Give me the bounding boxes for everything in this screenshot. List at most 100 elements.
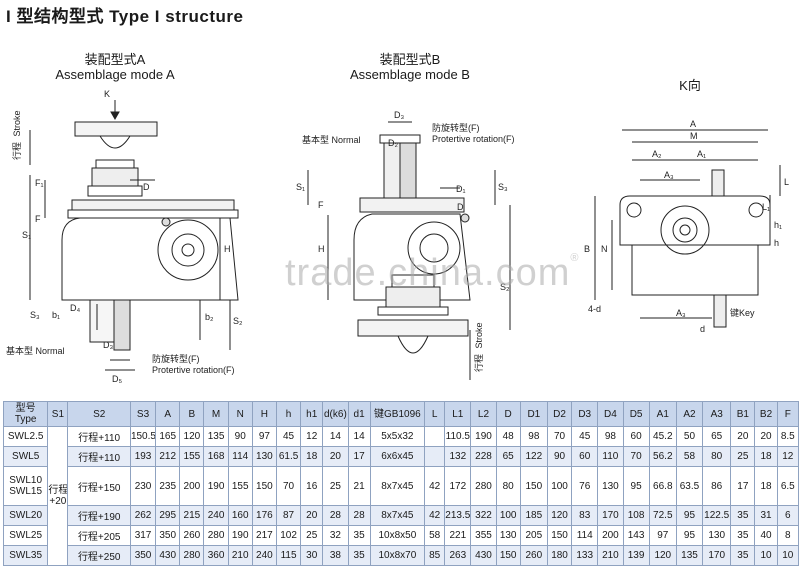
table-cell: 95 bbox=[675, 505, 704, 526]
table-cell: 18 bbox=[300, 446, 324, 467]
table-cell: SWL25 bbox=[2, 525, 49, 546]
table-cell: 45 bbox=[275, 426, 302, 447]
table-cell: 170 bbox=[597, 505, 624, 526]
table-cell: 133 bbox=[571, 545, 599, 566]
table-cell: 56.2 bbox=[648, 446, 677, 467]
table-cell: 150 bbox=[495, 545, 521, 566]
stroke-label-a: 行程 Stroke bbox=[11, 110, 22, 160]
table-cell: 114 bbox=[227, 446, 253, 467]
table-header-cell: D5 bbox=[622, 401, 650, 427]
table-header-cell: A2 bbox=[675, 401, 704, 427]
table-cell: 72.5 bbox=[648, 505, 677, 526]
table-cell: 190 bbox=[203, 466, 229, 506]
table-cell: 21 bbox=[347, 466, 371, 506]
table-cell: 6x6x45 bbox=[369, 446, 426, 467]
table-cell: 130 bbox=[702, 525, 732, 546]
table-cell: 35 bbox=[347, 545, 371, 566]
table-cell: 42 bbox=[424, 505, 446, 526]
table-cell: 25 bbox=[322, 466, 349, 506]
table-cell: 210 bbox=[227, 545, 253, 566]
table-cell: 28 bbox=[347, 505, 371, 526]
table-cell: 120 bbox=[179, 426, 205, 447]
table-cell: SWL20 bbox=[2, 505, 49, 526]
table-cell: 50 bbox=[675, 426, 704, 447]
table-cell: 180 bbox=[546, 545, 573, 566]
table-cell: 32 bbox=[322, 525, 349, 546]
table-header-cell: B bbox=[179, 401, 205, 427]
table-cell: 30 bbox=[300, 545, 324, 566]
table-header-cell: L bbox=[424, 401, 446, 427]
table-cell: 160 bbox=[227, 505, 253, 526]
table-cell: 28 bbox=[322, 505, 349, 526]
table-cell: 176 bbox=[251, 505, 277, 526]
table-cell: 215 bbox=[179, 505, 205, 526]
table-cell: 85 bbox=[424, 545, 446, 566]
caption-mode-b-cn: 装配型式B bbox=[379, 52, 441, 67]
table-cell: 25 bbox=[300, 525, 324, 546]
table-cell: 65 bbox=[702, 426, 732, 447]
table-cell: 14 bbox=[322, 426, 349, 447]
table-cell: 165 bbox=[155, 426, 181, 447]
table-cell: 10x8x50 bbox=[369, 525, 426, 546]
dim-h-b: H bbox=[318, 244, 325, 254]
table-cell: 102 bbox=[275, 525, 302, 546]
table-cell: 18 bbox=[754, 466, 778, 506]
table-cell: SWL35 bbox=[2, 545, 49, 566]
table-header-cell: N bbox=[227, 401, 253, 427]
table-cell: 260 bbox=[519, 545, 548, 566]
table-header-cell: D bbox=[495, 401, 521, 427]
table-cell: 90 bbox=[227, 426, 253, 447]
caption-k-view-cn: K向 bbox=[679, 78, 701, 93]
table-cell: 8x7x45 bbox=[369, 466, 426, 506]
table-cell: 221 bbox=[444, 525, 472, 546]
table-cell: 185 bbox=[519, 505, 548, 526]
table-header-cell: S2 bbox=[67, 401, 131, 427]
table-cell: 87 bbox=[275, 505, 302, 526]
table-cell: 20 bbox=[322, 446, 349, 467]
table-cell: 100 bbox=[546, 466, 573, 506]
table-header-cell: S3 bbox=[129, 401, 157, 427]
dim-d1-b: D₁ bbox=[456, 184, 466, 194]
table-cell: 行程+150 bbox=[67, 466, 131, 506]
dim-h1-k: h₁ bbox=[774, 220, 782, 230]
table-cell bbox=[424, 426, 446, 447]
dim-a2-k: A₂ bbox=[652, 149, 662, 159]
table-cell: 120 bbox=[648, 545, 677, 566]
table-cell: 295 bbox=[155, 505, 181, 526]
dim-a-k: A bbox=[690, 119, 696, 129]
table-cell: 230 bbox=[129, 466, 157, 506]
dim-h-k: h bbox=[774, 238, 779, 248]
table-cell: 110 bbox=[597, 446, 624, 467]
table-cell bbox=[424, 446, 446, 467]
table-cell: 8x7x45 bbox=[369, 505, 426, 526]
table-cell: 200 bbox=[179, 466, 205, 506]
table-cell: 260 bbox=[179, 525, 205, 546]
table-cell: 350 bbox=[155, 525, 181, 546]
dim-d-k: d bbox=[700, 324, 705, 334]
stroke-en-a: Stroke bbox=[12, 110, 22, 136]
table-cell: 14 bbox=[347, 426, 371, 447]
dim-b-k: B bbox=[584, 244, 590, 254]
antirot-cn-a: 防旋转型(F) bbox=[152, 353, 200, 364]
table-cell: 40 bbox=[754, 525, 778, 546]
table-cell: 100 bbox=[495, 505, 521, 526]
table-cell: 38 bbox=[322, 545, 349, 566]
table-cell: 63.5 bbox=[675, 466, 704, 506]
table-header-cell: h bbox=[275, 401, 302, 427]
drawing-mode-b bbox=[307, 121, 511, 380]
stroke-cn-a: 行程 bbox=[11, 142, 22, 160]
table-cell: 86 bbox=[702, 466, 732, 506]
table-cell: 120 bbox=[546, 505, 573, 526]
table-cell: 20 bbox=[754, 426, 778, 447]
table-cell: 240 bbox=[251, 545, 277, 566]
table-cell: 350 bbox=[129, 545, 157, 566]
table-cell: 263 bbox=[444, 545, 472, 566]
watermark: trade.china.com® bbox=[285, 252, 579, 295]
table-cell: 90 bbox=[546, 446, 573, 467]
drawing-k-view bbox=[594, 129, 781, 328]
caption-mode-b-en: Assemblage mode B bbox=[350, 67, 470, 82]
dim-d2-b: D₂ bbox=[388, 138, 398, 148]
table-cell: 行程+205 bbox=[67, 525, 131, 546]
